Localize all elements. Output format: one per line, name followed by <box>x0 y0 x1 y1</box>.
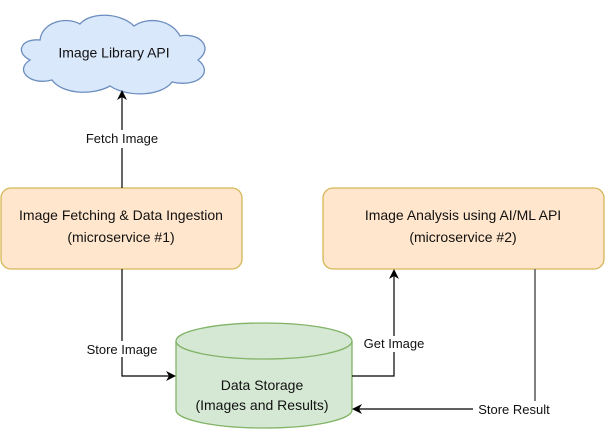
node-image-library-api[interactable]: Image Library API <box>20 14 206 95</box>
cloud-shape <box>20 14 206 95</box>
node-label-line2: (Images and Results) <box>195 397 328 413</box>
edge-line <box>352 352 395 377</box>
node-label: Image Library API <box>58 45 169 61</box>
node-label-line1: Data Storage <box>221 377 304 393</box>
cylinder-top <box>175 322 353 360</box>
edge-line <box>121 357 176 381</box>
node-microservice-1[interactable]: Image Fetching & Data Ingestion (microse… <box>0 187 243 270</box>
edge-store-image[interactable]: Store Image <box>87 269 176 381</box>
edge-label: Store Image <box>87 342 158 357</box>
node-label-line1: Image Analysis using AI/ML API <box>365 207 561 223</box>
edge-label: Fetch Image <box>86 131 158 146</box>
node-label-line2: (microservice #2) <box>409 229 516 245</box>
node-data-storage[interactable]: Data Storage (Images and Results) <box>175 322 353 429</box>
cylinder-body <box>175 341 353 429</box>
edge-label: Get Image <box>364 336 425 351</box>
edge-label: Store Result <box>478 402 550 417</box>
node-label-line1: Image Fetching & Data Ingestion <box>19 207 223 223</box>
edge-get-image[interactable]: Get Image <box>352 269 425 377</box>
rounded-rect-shape <box>322 187 605 270</box>
edge-store-result[interactable]: Store Result <box>352 269 550 417</box>
edge-fetch-image[interactable]: Fetch Image <box>86 90 158 188</box>
node-label-line2: (microservice #1) <box>67 229 174 245</box>
node-microservice-2[interactable]: Image Analysis using AI/ML API (microser… <box>322 187 605 270</box>
